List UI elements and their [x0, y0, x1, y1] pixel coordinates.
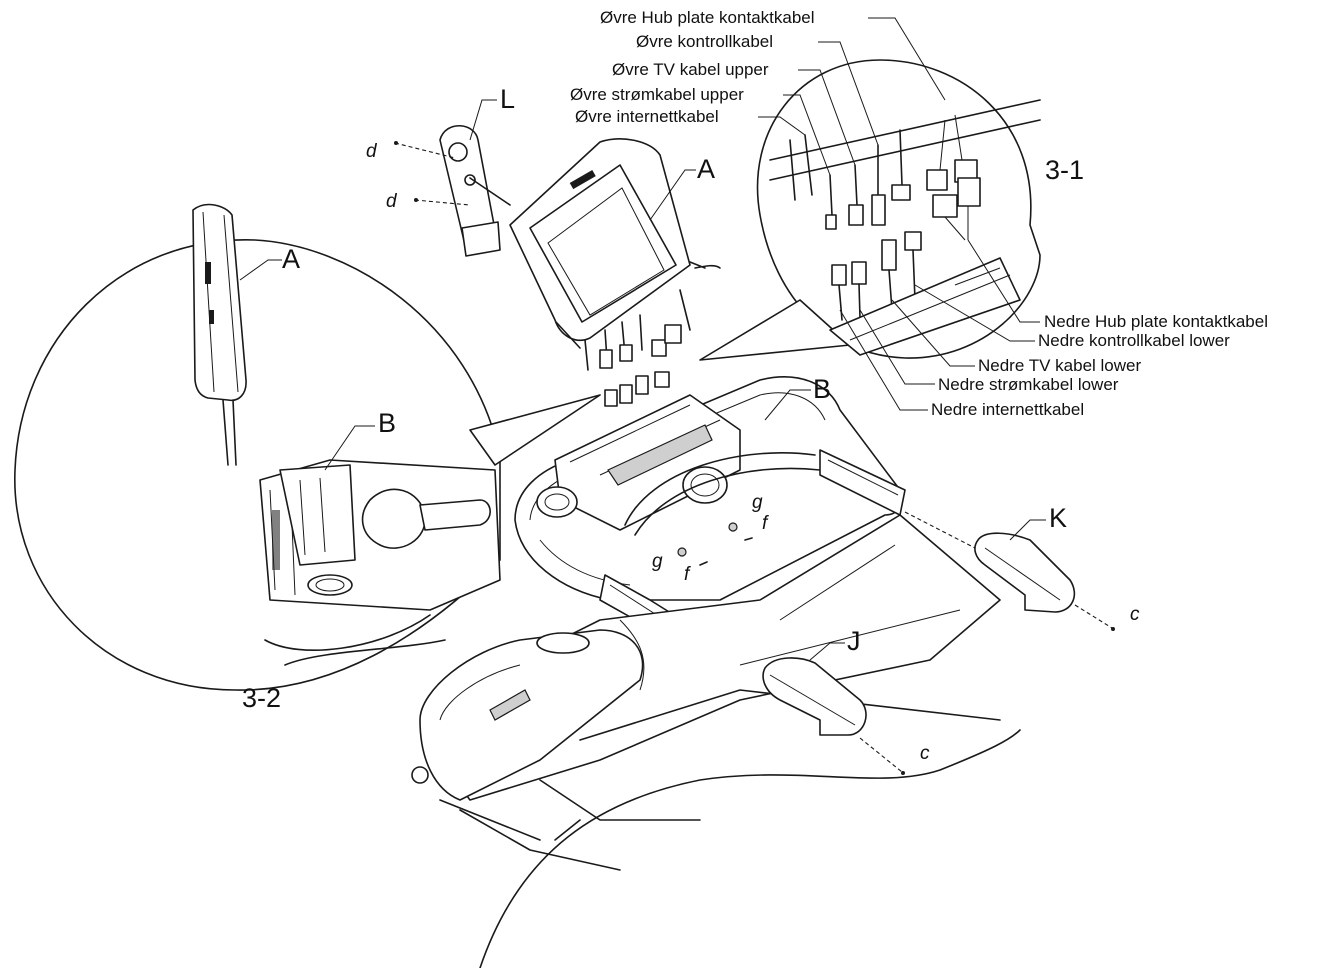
- label-detail-3-1: 3-1: [1045, 155, 1085, 185]
- detail-circle-3-2: [14, 239, 601, 691]
- label-J: J: [847, 626, 861, 656]
- label-c-bottom: c: [920, 743, 930, 764]
- label-d-top: d: [366, 141, 377, 162]
- label-f-left: f: [684, 564, 690, 585]
- upper-cable-leaders: [758, 17, 946, 176]
- label-lower-power-cable: Nedre strømkabel lower: [938, 375, 1119, 394]
- label-upper-hub-cable: Øvre Hub plate kontaktkabel: [600, 8, 815, 27]
- label-L: L: [500, 84, 516, 114]
- label-upper-internet-cable: Øvre internettkabel: [575, 107, 719, 126]
- leader-lines: [239, 99, 1046, 661]
- treadmill-body: [411, 376, 1115, 968]
- label-lower-tv-cable: Nedre TV kabel lower: [978, 356, 1142, 375]
- detail-circle-3-1: [699, 59, 1041, 361]
- lower-cable-leaders: [839, 239, 1040, 411]
- label-A-main: A: [697, 154, 716, 184]
- label-d-bottom: d: [386, 191, 397, 212]
- label-c-right: c: [1130, 604, 1140, 625]
- label-g-left: g: [652, 551, 663, 572]
- console-A: [509, 138, 721, 407]
- detail-base: [259, 459, 501, 666]
- label-detail-3-2: 3-2: [242, 683, 282, 713]
- label-g-right: g: [752, 492, 763, 513]
- label-lower-control-cable: Nedre kontrollkabel lower: [1038, 331, 1230, 350]
- label-f-right: f: [762, 513, 768, 534]
- label-upper-power-cable: Øvre strømkabel upper: [570, 85, 744, 104]
- motor-grip: [489, 689, 531, 721]
- label-lower-hub-cable: Nedre Hub plate kontaktkabel: [1044, 312, 1268, 331]
- bracket-L: [394, 125, 511, 257]
- label-lower-internet-cable: Nedre internettkabel: [931, 400, 1085, 419]
- label-upper-tv-cable: Øvre TV kabel upper: [612, 60, 769, 79]
- label-A-detail: A: [282, 244, 301, 274]
- label-B-detail: B: [378, 408, 397, 438]
- detail-console-side: [192, 203, 247, 466]
- label-upper-control-cable: Øvre kontrollkabel: [636, 32, 774, 51]
- label-B-main: B: [813, 374, 832, 404]
- label-K: K: [1049, 503, 1068, 533]
